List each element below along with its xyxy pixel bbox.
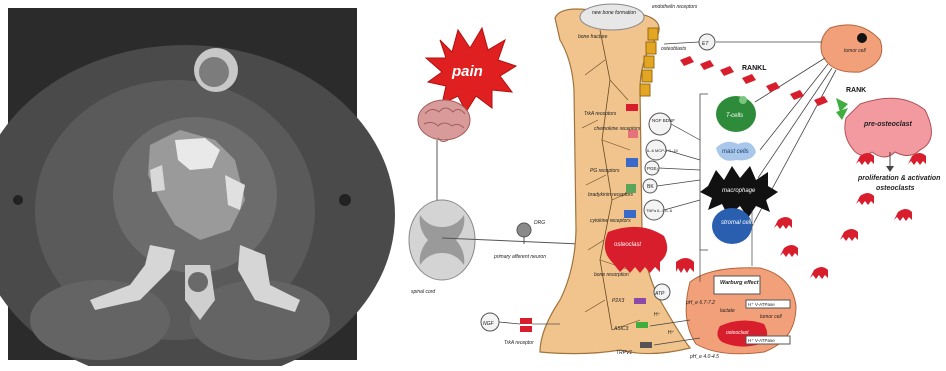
pre-osteoclast: pre-osteoclast — [845, 98, 932, 157]
trka-receptor: TrkA receptor — [504, 318, 534, 346]
spinal-cord-icon: spinal cord — [409, 200, 475, 295]
p2x3-channel — [634, 298, 646, 304]
trk-receptors-label: TrkA receptors — [584, 111, 617, 117]
primary-afferent-neuron-label: primary afferent neuron — [493, 254, 546, 260]
rank-label: RANK — [846, 87, 866, 94]
new-bone-formation: new bone formation — [580, 4, 644, 30]
stromal-cells-label: stromal cells — [721, 220, 754, 226]
ct-scan-panel — [0, 8, 395, 366]
rankl-chain: RANKL — [680, 56, 828, 106]
et-bubble: ET — [699, 34, 715, 50]
pain-label: pain — [451, 63, 483, 80]
atp-label: ATP — [654, 291, 665, 297]
tumor-cell-top-label: tumor cell — [844, 48, 867, 54]
mast-cells-label: mast cells — [722, 149, 749, 155]
drg-label: DRG — [534, 220, 545, 226]
bone-resorption-label: bone resorption — [594, 272, 629, 278]
tumor-cell-bottom-label: tumor cell — [760, 314, 783, 320]
osteoclast-cluster — [676, 153, 926, 279]
ph-osteo-label: pH_e 4.0-4.5 — [689, 354, 719, 360]
spinal-cord-label: spinal cord — [411, 289, 435, 295]
drg-icon: DRG primary afferent neuron — [493, 220, 546, 260]
macrophage-label: macrophage — [722, 188, 756, 194]
osteoclast-bottom-label: osteoclast — [726, 330, 749, 336]
bradykinin-receptors-label: bradykinin receptors — [588, 192, 634, 198]
pre-osteoclast-label: pre-osteoclast — [863, 121, 913, 128]
asic3-label: ASIC3 — [613, 326, 629, 332]
endothelin-receptors-label: endothelin receptors — [652, 4, 698, 10]
p2x3-label: P2X3 — [612, 298, 624, 304]
t-cells: T-cells — [716, 96, 756, 132]
lactate-label: lactate — [720, 308, 735, 314]
tumor-cell-top: tumor cell — [821, 25, 882, 72]
warburg-label: Warburg effect — [720, 280, 760, 286]
asic3-channel — [636, 322, 648, 328]
trka-receptor-label: TrkA receptor — [504, 340, 534, 346]
cytokine-receptors-label: cytokine receptors — [590, 218, 631, 224]
ph-tumor-label: pH_e 6.7-7.2 — [685, 300, 715, 306]
pge-label: PGE₂ — [647, 166, 659, 171]
ngf-bdnf-label: NGF BDNF — [652, 118, 675, 123]
ngf-label: NGF — [483, 321, 495, 327]
h-plus-label-1: H⁺ — [654, 312, 661, 318]
pain-burst: pain — [426, 28, 516, 112]
h-atpase-label-2: H⁺ V-ATPase — [748, 338, 775, 343]
proliferation-label: proliferation & activation — [857, 175, 940, 182]
pg-receptors-label: PG receptors — [590, 168, 620, 174]
tumor-cell-bottom: Warburg effect lactate tumor cell H⁺ V-A… — [686, 268, 796, 354]
h-atpase-label-1: H⁺ V-ATPase — [748, 302, 775, 307]
new-bone-formation-label: new bone formation — [592, 10, 636, 16]
osteoblasts-label: osteoblasts — [661, 46, 687, 52]
bk-label: BK — [647, 184, 654, 190]
bone-fracture-label: bone fracture — [578, 34, 608, 40]
chemokine-receptors-label: chemokine receptors — [594, 126, 641, 132]
osteoclast-label: osteoclast — [614, 242, 641, 248]
h-plus-label-2: H⁺ — [668, 330, 675, 336]
brain-icon — [418, 100, 470, 142]
ngf-bubble: NGF — [481, 313, 499, 331]
trpv1-label: TRPV1 — [616, 350, 632, 356]
mast-cells: mast cells — [716, 142, 756, 161]
t-cells-label: T-cells — [726, 113, 743, 119]
et-label: ET — [702, 41, 709, 47]
osteoclasts-label: osteoclasts — [876, 185, 915, 192]
ligand-bubbles: NGF BDNF IL-6 MCP-1 IL-1β PGE₂ BK TNFα I… — [643, 113, 678, 220]
atp-bubble: ATP — [654, 284, 670, 300]
rankl-label: RANKL — [742, 65, 767, 72]
trpv1-channel — [640, 342, 652, 348]
